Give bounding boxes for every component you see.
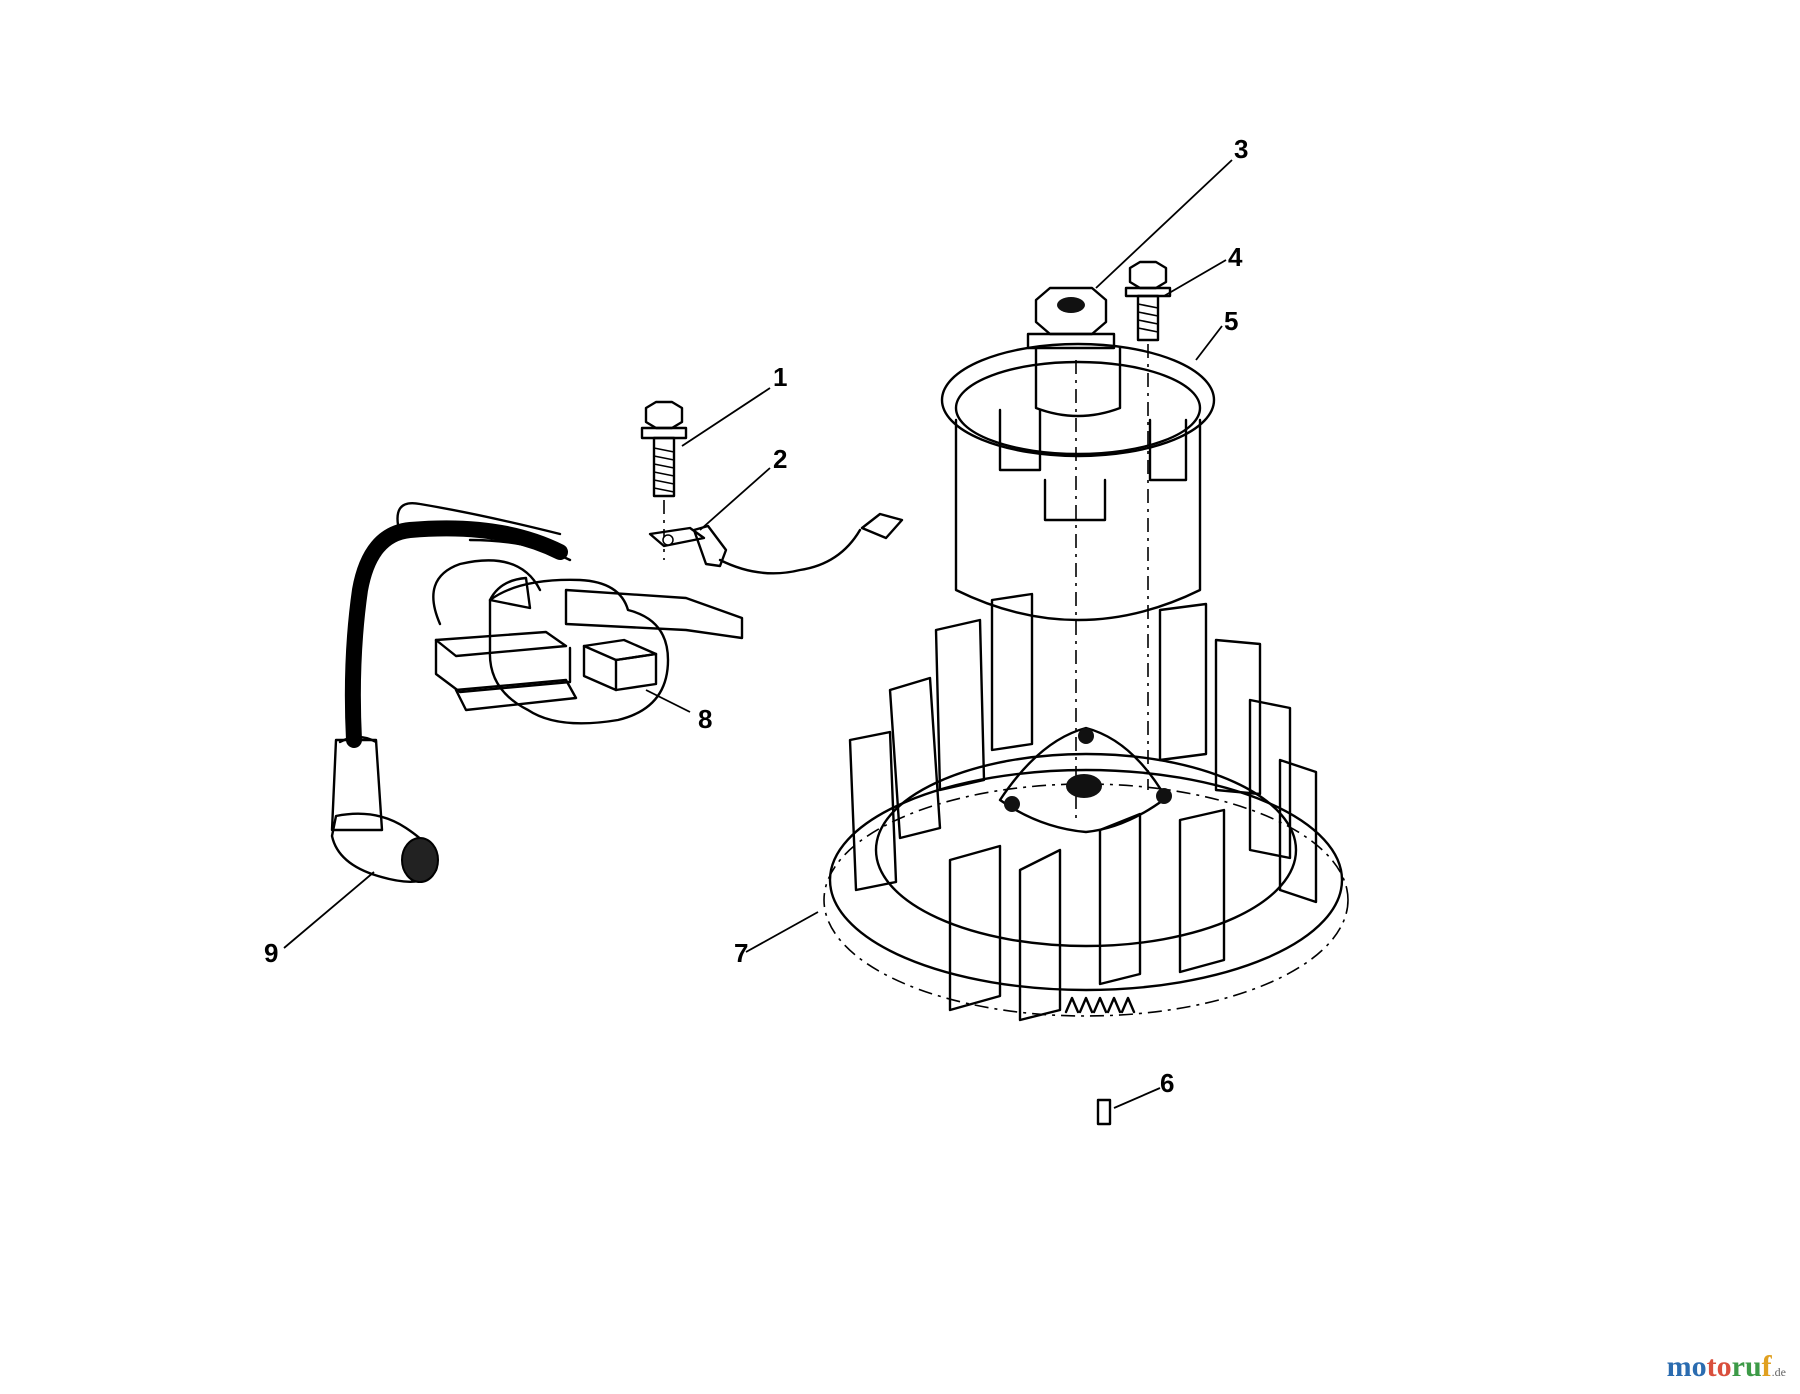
- watermark-logo: motoruf.de: [1666, 1350, 1786, 1383]
- bolt-part-1: [640, 400, 688, 560]
- callout-labels: 1 2 3 4 5 6 7 8 9: [264, 134, 1248, 1098]
- callout-5: 5: [1224, 306, 1238, 336]
- grass-screen-part-5: [940, 342, 1216, 820]
- flywheel-part-7: [823, 592, 1349, 1022]
- ground-terminal-part-2: [648, 512, 904, 575]
- bolt-part-4: [1124, 260, 1172, 790]
- callout-7: 7: [734, 938, 748, 968]
- flywheel-key-part-6: [1096, 1098, 1112, 1126]
- callout-2: 2: [773, 444, 787, 474]
- callout-8: 8: [698, 704, 712, 734]
- callout-1: 1: [773, 362, 787, 392]
- callout-6: 6: [1160, 1068, 1174, 1098]
- spark-plug-boot-part-9: [330, 520, 568, 883]
- callout-9: 9: [264, 938, 278, 968]
- callout-3: 3: [1234, 134, 1248, 164]
- leader-lines: [283, 159, 1233, 1109]
- flywheel-nut-part-3: [1026, 286, 1116, 350]
- callout-4: 4: [1228, 242, 1243, 272]
